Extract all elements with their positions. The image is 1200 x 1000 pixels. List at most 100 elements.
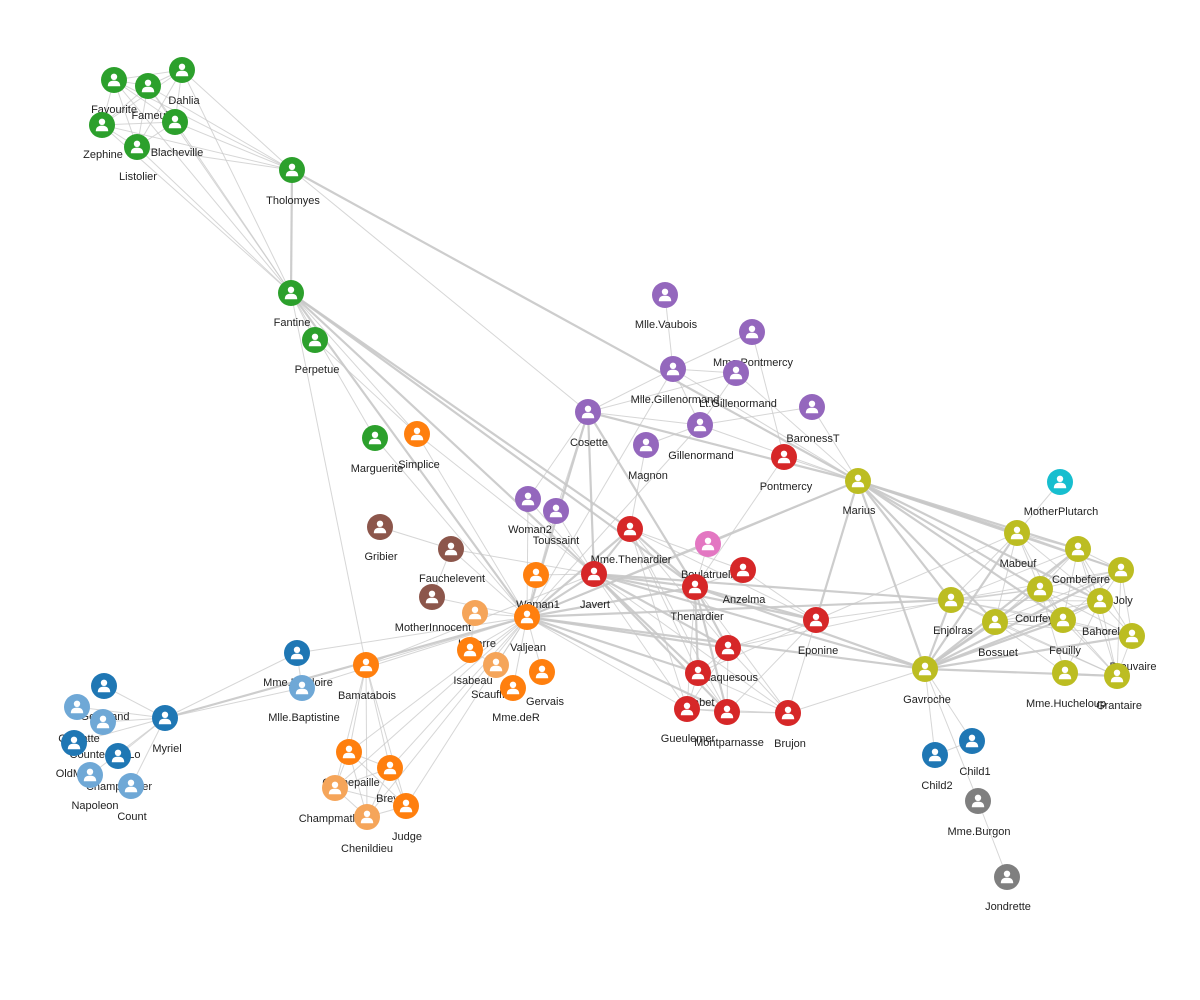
node-marguerite[interactable]: Marguerite <box>351 425 404 475</box>
node-montparnasse[interactable]: Montparnasse <box>694 699 764 749</box>
node-eponine[interactable]: Eponine <box>798 607 838 657</box>
node-grantaire[interactable]: Grantaire <box>1096 663 1142 712</box>
node-label: Mlle.Baptistine <box>268 712 340 724</box>
edge-eponine-montparnasse <box>726 619 817 713</box>
person-icon <box>851 474 865 488</box>
edge-claquesous-brujon <box>727 647 789 714</box>
node-marius[interactable]: Marius <box>842 468 876 517</box>
node-combeferre[interactable]: Combeferre <box>1052 536 1110 586</box>
node-perpetue[interactable]: Perpetue <box>295 327 340 376</box>
node-label: Dahlia <box>168 95 200 107</box>
node-toussaint[interactable]: Toussaint <box>533 498 579 547</box>
edge-bahorel-mme-hucheloup <box>1064 600 1101 674</box>
node-bamatabois[interactable]: Bamatabois <box>338 652 397 702</box>
person-icon <box>944 593 958 607</box>
node-napoleon[interactable]: Napoleon <box>71 762 119 812</box>
person-icon <box>360 810 374 824</box>
edge-courfeyrac-grantaire <box>1039 588 1118 677</box>
node-mlle-baptistine[interactable]: Mlle.Baptistine <box>268 675 340 724</box>
node-anzelma[interactable]: Anzelma <box>723 557 767 606</box>
node-dahlia[interactable]: Dahlia <box>168 57 200 107</box>
node-fantine[interactable]: Fantine <box>274 280 311 329</box>
node-baronesst[interactable]: BaronessT <box>786 394 840 445</box>
node-jondrette[interactable]: Jondrette <box>985 864 1031 913</box>
node-labarre[interactable]: Labarre <box>458 600 496 650</box>
node-woman2[interactable]: Woman2 <box>508 486 552 536</box>
person-icon <box>368 431 382 445</box>
node-claquesous[interactable]: Claquesous <box>700 635 759 684</box>
node-child2[interactable]: Child2 <box>921 742 953 792</box>
node-valjean[interactable]: Valjean <box>510 604 546 654</box>
person-icon <box>521 492 535 506</box>
node-gervais[interactable]: Gervais <box>526 659 564 708</box>
node-label: Napoleon <box>71 800 118 812</box>
person-icon <box>549 504 563 518</box>
node-gribier[interactable]: Gribier <box>364 514 398 563</box>
node-label: Mme.Hucheloup <box>1026 698 1106 710</box>
node-mme-burgon[interactable]: Mme.Burgon <box>948 788 1011 838</box>
node-label: Perpetue <box>295 364 340 376</box>
node-feuilly[interactable]: Feuilly <box>1049 607 1081 657</box>
edge-gavroche-brujon <box>787 668 926 714</box>
node-boulatruelle[interactable]: Boulatruelle <box>681 531 739 581</box>
person-icon <box>383 761 397 775</box>
node-thenardier[interactable]: Thenardier <box>670 574 724 623</box>
node-mlle-gillenormand[interactable]: Mlle.Gillenormand <box>631 356 720 406</box>
edge-thenardier-montparnasse <box>693 586 729 713</box>
node-bahorel[interactable]: Bahorel <box>1082 588 1120 638</box>
node-label: Listolier <box>119 171 157 183</box>
node-bossuet[interactable]: Bossuet <box>978 609 1018 659</box>
node-judge[interactable]: Judge <box>392 793 422 843</box>
node-label: Gervais <box>526 696 564 708</box>
node-magnon[interactable]: Magnon <box>628 432 668 482</box>
node-label: Gavroche <box>903 694 951 706</box>
node-gueulemer[interactable]: Gueulemer <box>661 696 716 745</box>
edge-bamatabois-champmathieu <box>334 664 367 789</box>
node-isabeau[interactable]: Isabeau <box>453 637 493 687</box>
edge-marius-mabeuf <box>857 479 1018 535</box>
edge-thenardier-gueulemer <box>686 586 696 710</box>
node-brujon[interactable]: Brujon <box>774 700 806 750</box>
node-label: Simplice <box>398 459 440 471</box>
node-woman1[interactable]: Woman1 <box>516 562 560 611</box>
node-zephine[interactable]: Zephine <box>83 112 123 161</box>
node-blacheville[interactable]: Blacheville <box>151 109 204 159</box>
node-motherinnocent[interactable]: MotherInnocent <box>395 584 471 634</box>
node-myriel[interactable]: Myriel <box>152 705 182 755</box>
node-lt-gillenormand[interactable]: Lt.Gillenormand <box>699 360 777 410</box>
node-chenildieu[interactable]: Chenildieu <box>341 804 393 855</box>
node-mme-thenardier[interactable]: Mme.Thenardier <box>591 516 672 566</box>
person-icon <box>639 438 653 452</box>
node-fauchelevent[interactable]: Fauchelevent <box>419 536 485 585</box>
node-child1[interactable]: Child1 <box>959 728 991 778</box>
edge-mme-pontmercy-pontmercy <box>751 331 785 458</box>
node-count[interactable]: Count <box>117 773 147 823</box>
node-mabeuf[interactable]: Mabeuf <box>1000 520 1038 570</box>
node-label: Combeferre <box>1052 574 1110 586</box>
node-mlle-vaubois[interactable]: Mlle.Vaubois <box>635 282 698 331</box>
node-tholomyes[interactable]: Tholomyes <box>266 157 320 207</box>
person-icon <box>1056 613 1070 627</box>
node-gavroche[interactable]: Gavroche <box>903 656 951 706</box>
node-fameuil[interactable]: Fameuil <box>131 73 171 122</box>
node-favourite[interactable]: Favourite <box>91 67 137 116</box>
node-simplice[interactable]: Simplice <box>398 421 440 471</box>
node-listolier[interactable]: Listolier <box>119 134 157 183</box>
person-icon <box>721 641 735 655</box>
edge-listolier-fantine <box>136 146 292 294</box>
edge-eponine-anzelma <box>742 569 817 621</box>
node-label: Jondrette <box>985 901 1031 913</box>
node-mme-hucheloup[interactable]: Mme.Hucheloup <box>1026 660 1106 710</box>
node-mme-pontmercy[interactable]: Mme.Pontmercy <box>713 319 794 369</box>
edge-eponine-claquesous <box>727 619 817 649</box>
person-icon <box>111 749 125 763</box>
node-cosette[interactable]: Cosette <box>570 399 608 449</box>
node-gillenormand[interactable]: Gillenormand <box>668 412 734 462</box>
node-enjolras[interactable]: Enjolras <box>933 587 973 637</box>
node-mme-der[interactable]: Mme.deR <box>492 675 540 724</box>
node-javert[interactable]: Javert <box>580 561 610 611</box>
node-pontmercy[interactable]: Pontmercy <box>760 444 813 493</box>
node-joly[interactable]: Joly <box>1108 557 1134 607</box>
person-icon <box>67 736 81 750</box>
node-motherplutarch[interactable]: MotherPlutarch <box>1024 469 1099 518</box>
